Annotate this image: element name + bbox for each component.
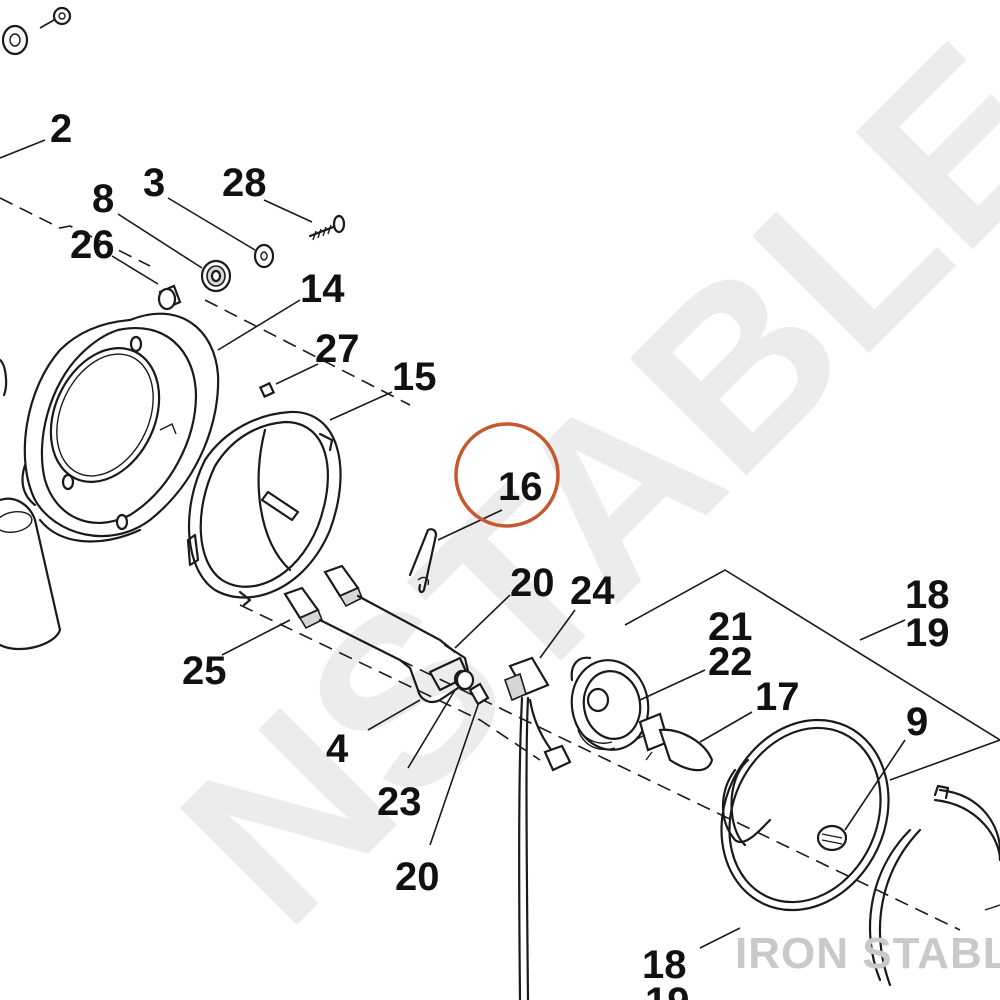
leader-28 (263, 199, 313, 223)
brand-watermark: IRON STABLE (735, 929, 1000, 978)
leader-18-19-upper (859, 619, 906, 641)
callout-17: 17 (755, 675, 800, 719)
leader-2 (0, 139, 46, 159)
group-bracket-18-19 (624, 569, 1000, 781)
leader-20-lower (429, 704, 479, 846)
part-14-housing (21, 312, 220, 543)
callout-19-lower: 19 (645, 980, 690, 1000)
callout-25: 25 (182, 649, 227, 693)
leader-16 (437, 509, 503, 541)
part-27-screw (258, 381, 276, 399)
leader-27 (275, 363, 319, 385)
highlight-circle-16 (454, 422, 560, 528)
callout-labels: 2 3 28 8 26 14 27 15 16 20 24 18 19 21 2… (50, 107, 950, 1000)
callout-4: 4 (326, 727, 349, 771)
callout-24: 24 (570, 569, 615, 613)
leader-4 (367, 699, 421, 731)
callout-23: 23 (377, 780, 422, 824)
part-21-22-holder (570, 656, 650, 751)
leader-26 (111, 255, 159, 285)
part-23-socket (455, 669, 475, 691)
leader-24 (539, 609, 576, 659)
part-9-reflector (720, 718, 890, 912)
callout-22: 22 (708, 640, 753, 684)
part-3-washer (253, 243, 275, 269)
leader-25 (221, 619, 291, 656)
leader-15 (329, 391, 393, 421)
callout-19-upper: 19 (905, 611, 950, 655)
part-24-harness (503, 656, 572, 1000)
callout-26: 26 (70, 223, 115, 267)
leader-23 (407, 689, 456, 769)
part-8-bearing (200, 259, 232, 293)
part-28-bolt (308, 214, 346, 241)
callout-20-upper: 20 (510, 561, 555, 605)
callout-18-upper: 18 (905, 573, 950, 617)
callout-2: 2 (50, 107, 72, 151)
leader-18-lower (699, 927, 741, 949)
leader-8 (117, 213, 203, 269)
part-17-bulb (634, 712, 714, 772)
leader-22 (639, 669, 706, 701)
callout-14: 14 (300, 267, 345, 311)
leader-14 (217, 299, 301, 351)
callout-21: 21 (708, 605, 753, 649)
leader-9 (844, 739, 906, 831)
callout-16: 16 (498, 465, 543, 509)
callout-27: 27 (315, 327, 360, 371)
callout-3: 3 (143, 161, 165, 205)
watermark-text: NSTABLE (132, 0, 1000, 972)
part-25-connectors (283, 564, 457, 692)
leader-3 (167, 197, 256, 251)
left-edge-part (0, 358, 62, 650)
callout-18-lower: 18 (642, 943, 687, 987)
leader-17 (699, 711, 753, 743)
callout-8: 8 (92, 177, 114, 221)
part-15-trim-ring (186, 410, 342, 607)
callout-9: 9 (906, 700, 928, 744)
callout-15: 15 (392, 355, 437, 399)
leader-20-upper (454, 594, 511, 649)
callout-20-lower: 20 (395, 855, 440, 899)
part-20-small-bulb (468, 682, 490, 706)
outer-trim-ring (868, 784, 1000, 987)
top-hardware (1, 6, 72, 56)
callout-28: 28 (222, 161, 267, 205)
part-26-spacer (157, 284, 182, 311)
part-16-clip (408, 528, 438, 594)
